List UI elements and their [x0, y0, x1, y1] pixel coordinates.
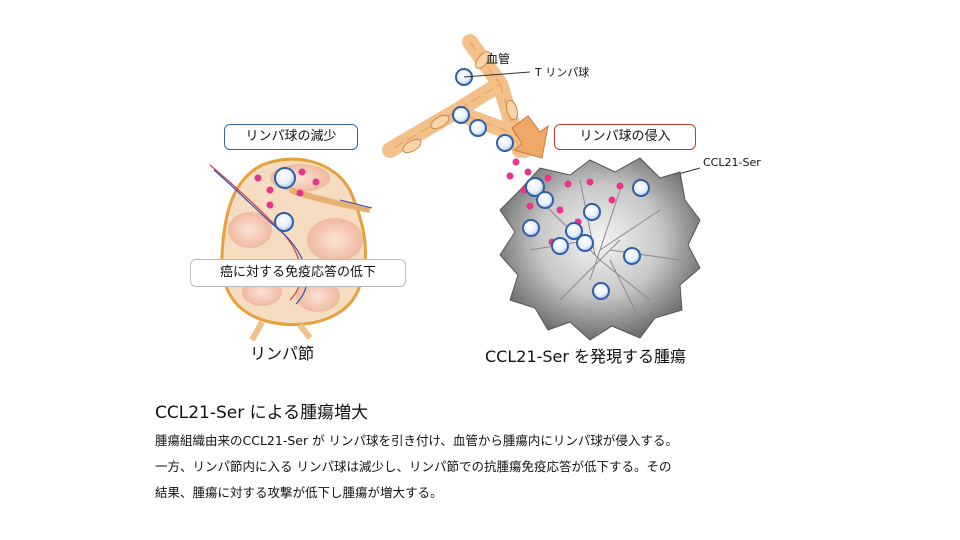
lymph-node [209, 157, 373, 342]
caption-title: CCL21-Ser による腫瘍増大 [155, 403, 369, 423]
t-lymphocyte-label: T リンパ球 [535, 66, 590, 79]
caption-line-1: 腫瘍組織由来のCCL21-Ser が リンパ球を引き付け、血管から腫瘍内にリンパ… [155, 433, 678, 448]
vessel-lymphocytes [452, 68, 514, 152]
lymph-node-label: リンパ節 [250, 344, 315, 363]
t-lymphocyte-leader [463, 71, 531, 78]
lymphocyte-infiltration-box: リンパ球の侵入 [554, 124, 696, 150]
tumor-lymphocytes [522, 177, 650, 300]
reduced-immunity-box: 癌に対する免疫応答の低下 [190, 259, 406, 287]
caption-line-3: 結果、腫瘍に対する攻撃が低下し腫瘍が増大する。 [155, 485, 443, 500]
tumor [499, 157, 701, 341]
lymphocyte-decrease-box: リンパ球の減少 [224, 124, 358, 150]
caption-line-2: 一方、リンパ節内に入る リンパ球は減少し、リンパ節での抗腫瘍免疫応答が低下する。… [155, 459, 672, 474]
blood-vessel [382, 34, 533, 158]
tumor-label: CCL21-Ser を発現する腫瘍 [485, 347, 687, 366]
infiltration-arrow [511, 115, 549, 159]
blood-vessel-label: 血管 [486, 52, 511, 66]
ccl21-ser-label: CCL21-Ser [703, 156, 761, 169]
